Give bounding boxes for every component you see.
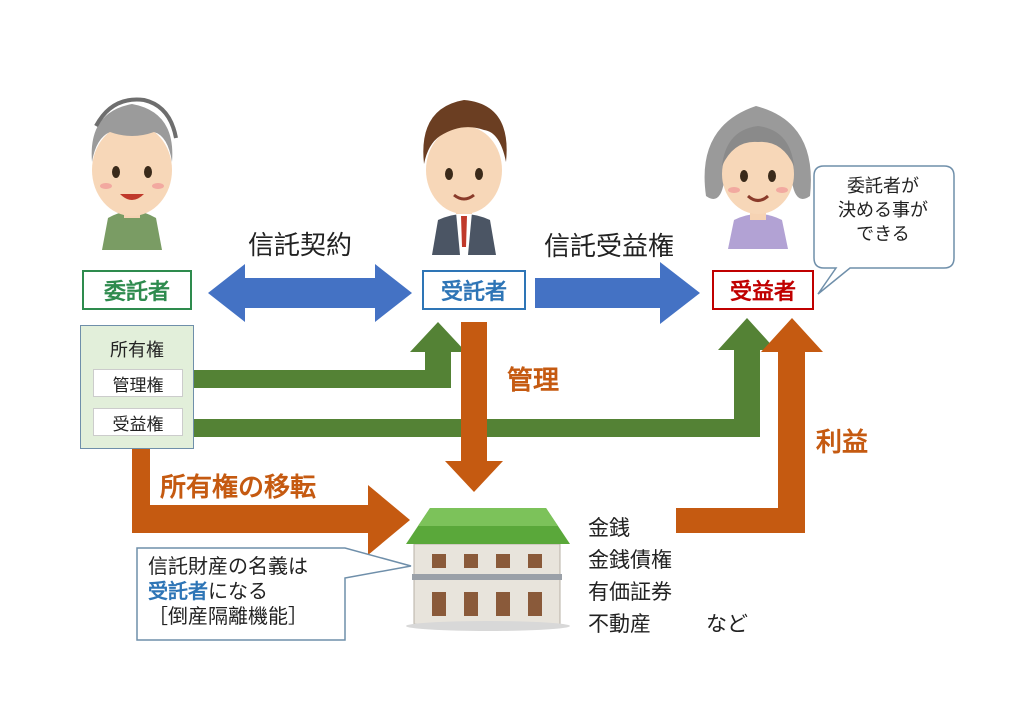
beneficiary-box: 受益者 xyxy=(712,270,814,310)
speech-line-1: 委託者が xyxy=(847,176,919,197)
profit-arrow xyxy=(676,318,823,533)
management-right-arrow xyxy=(194,322,466,388)
management-label: 管理 xyxy=(507,366,560,396)
note-line-2-rest: になる xyxy=(208,579,268,603)
settlor-box: 委託者 xyxy=(82,270,192,310)
asset-item: 有価証券 xyxy=(588,580,672,604)
asset-item: 不動産 xyxy=(588,612,651,636)
trustee-box: 受託者 xyxy=(422,270,526,310)
note-line-1: 信託財産の名義は xyxy=(148,554,308,578)
ownership-transfer-label: 所有権の移転 xyxy=(160,473,317,503)
trustee-person-icon xyxy=(423,100,507,255)
note-callout xyxy=(136,547,412,641)
beneficial-right-box: 受益権 xyxy=(93,408,183,436)
asset-etc: など xyxy=(706,612,748,636)
settlor-person-icon xyxy=(91,97,178,250)
speech-bubble-text: 委託者が 決める事が できる xyxy=(816,175,950,247)
asset-item: 金銭債権 xyxy=(588,548,672,572)
note-text: 信託財産の名義は 受託者になる ［倒産隔離機能］ xyxy=(148,554,308,629)
beneficial-right-arrow xyxy=(535,262,700,324)
beneficiary-person-icon xyxy=(704,106,811,249)
beneficial-right-label: 信託受益権 xyxy=(544,232,675,262)
trust-contract-label: 信託契約 xyxy=(248,231,353,261)
speech-line-2: 決める事が xyxy=(838,200,928,221)
ownership-box: 所有権 管理権 受益権 xyxy=(80,325,194,449)
asset-item: 金銭 xyxy=(588,516,630,540)
ownership-transfer-arrow xyxy=(132,449,410,555)
speech-bubble xyxy=(813,165,955,295)
profit-label: 利益 xyxy=(816,428,869,458)
trust-contract-arrow xyxy=(208,264,412,322)
management-arrow xyxy=(445,322,503,492)
beneficial-right-green-arrow xyxy=(194,318,776,437)
note-line-2: 受託者になる xyxy=(148,579,308,604)
note-trustee-highlight: 受託者 xyxy=(148,579,208,603)
building-icon xyxy=(406,508,570,631)
speech-line-3: できる xyxy=(856,224,910,245)
ownership-title: 所有権 xyxy=(110,340,164,361)
note-line-3: ［倒産隔離機能］ xyxy=(148,604,308,628)
management-right-box: 管理権 xyxy=(93,369,183,397)
